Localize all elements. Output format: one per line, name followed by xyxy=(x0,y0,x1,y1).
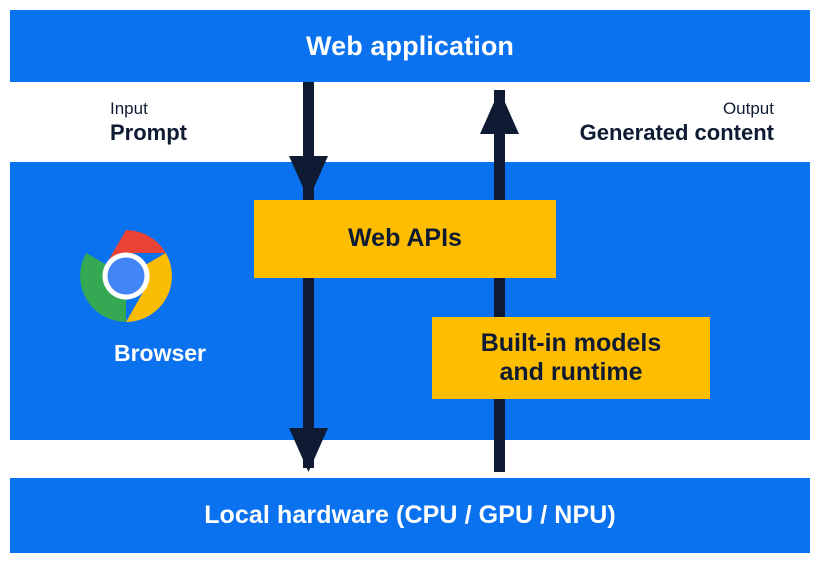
flow-label-output-value: Generated content xyxy=(579,120,774,146)
flow-label-input-value: Prompt xyxy=(110,120,187,146)
flow-label-input-kind: Input xyxy=(110,99,148,118)
chrome-logo xyxy=(78,228,174,324)
flow-label-output: Output Generated content xyxy=(580,98,774,147)
box-builtin-models: Built-in models and runtime xyxy=(432,317,710,399)
box-builtin-models-line2: and runtime xyxy=(499,358,643,386)
band-web-application: Web application xyxy=(10,10,810,82)
band-local-hardware: Local hardware (CPU / GPU / NPU) xyxy=(10,478,810,553)
box-web-apis: Web APIs xyxy=(254,200,556,278)
box-builtin-models-label: Built-in models and runtime xyxy=(481,329,662,388)
box-builtin-models-line1: Built-in models xyxy=(480,328,662,357)
band-web-application-label: Web application xyxy=(305,30,515,61)
box-web-apis-label: Web APIs xyxy=(348,224,462,253)
flow-label-output-kind: Output xyxy=(722,99,774,118)
band-browser-label: Browser xyxy=(113,340,207,366)
flow-label-input: Input Prompt xyxy=(110,98,187,147)
band-local-hardware-label: Local hardware (CPU / GPU / NPU) xyxy=(204,501,616,529)
